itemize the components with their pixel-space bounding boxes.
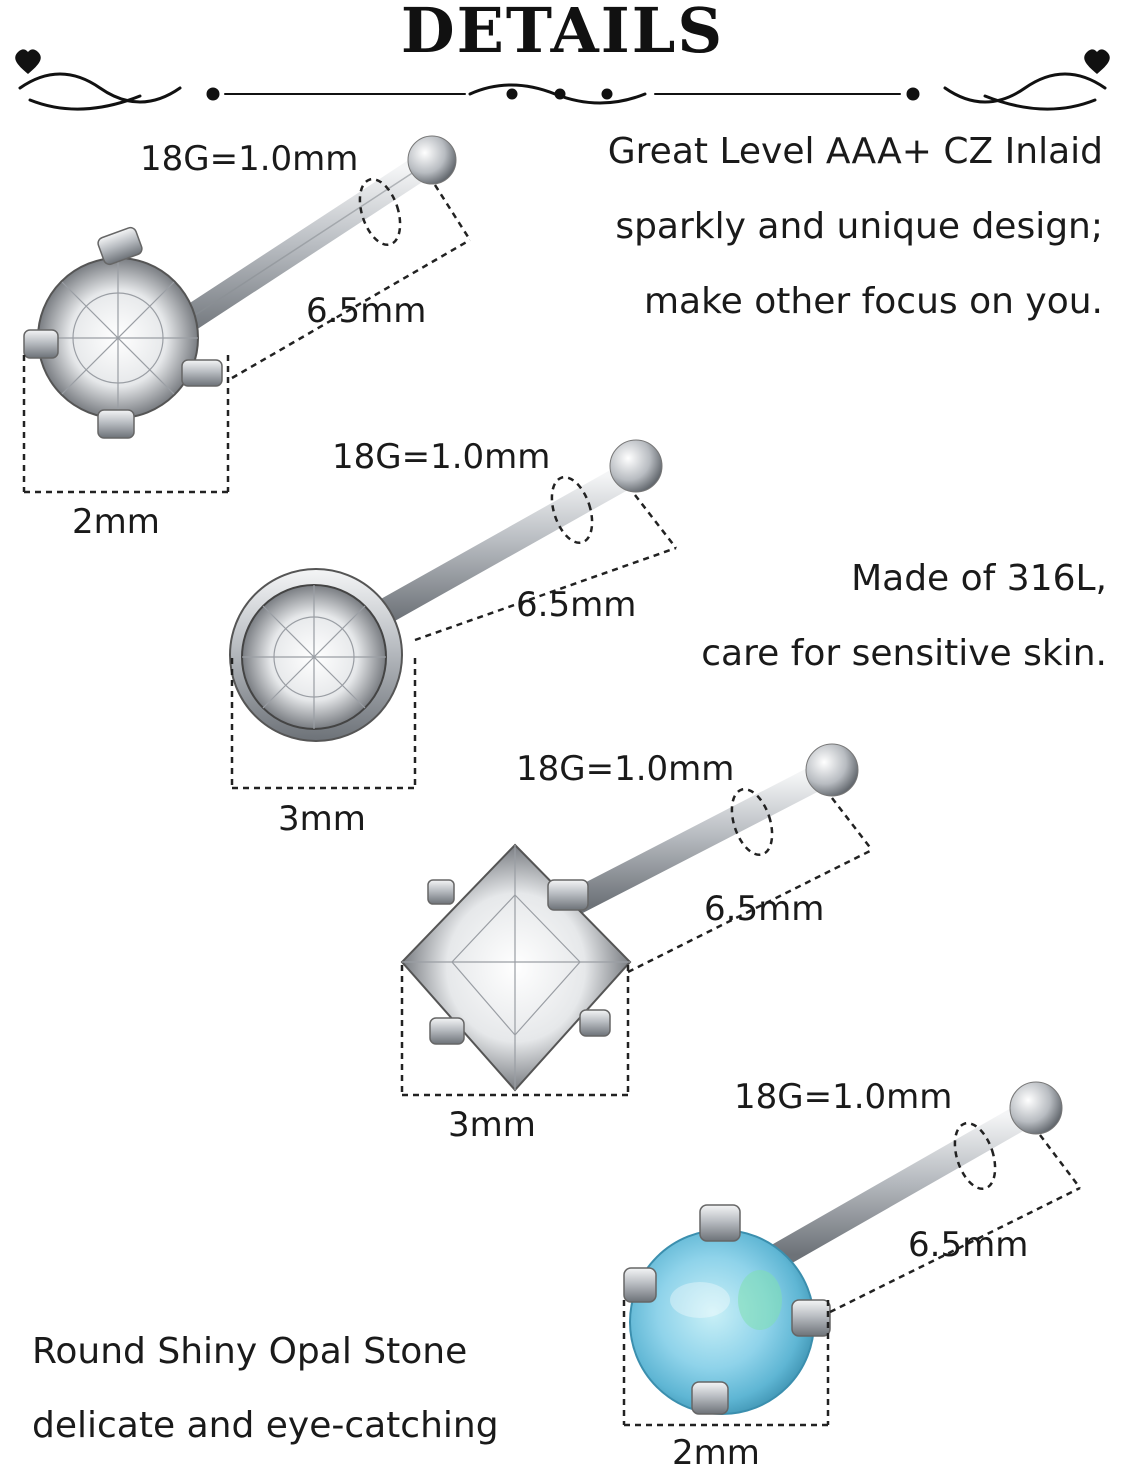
stud-3-gauge-label: 18G=1.0mm [516,749,735,789]
stud-2-bezel-cz [229,439,677,790]
page-title: DETAILS [400,0,725,67]
stud-3-size-label: 3mm [448,1105,536,1145]
stud-4-opal [622,1081,1081,1427]
steel-feature-line-2: care for sensitive skin. [701,633,1107,674]
cz-feature-line-1: Great Level AAA+ CZ Inlaid [607,131,1103,172]
stud-2-length-label: 6.5mm [516,585,637,625]
cz-feature-line-3: make other focus on you. [643,281,1103,322]
stud-1-round-cz [22,135,472,494]
heart-right-icon [1084,49,1110,74]
stud-2-size-label: 3mm [278,799,366,839]
stud-1-length-label: 6.5mm [306,291,427,331]
opal-feature-line-2: delicate and eye-catching [32,1405,499,1446]
heart-left-icon [15,49,41,74]
stud-1-size-label: 2mm [72,502,160,542]
stud-1-gauge-label: 18G=1.0mm [140,139,359,179]
steel-feature-line-1: Made of 316L, [851,558,1107,599]
stud-4-length-label: 6.5mm [908,1225,1029,1265]
cz-feature-line-2: sparkly and unique design; [615,206,1103,247]
stud-3-square-cz [400,743,873,1097]
stud-2-gauge-label: 18G=1.0mm [332,437,551,477]
opal-feature-line-1: Round Shiny Opal Stone [32,1331,468,1372]
stud-4-gauge-label: 18G=1.0mm [734,1077,953,1117]
header-ornament [18,72,1107,111]
stud-4-size-label: 2mm [672,1433,760,1473]
stud-3-length-label: 6.5mm [704,889,825,929]
